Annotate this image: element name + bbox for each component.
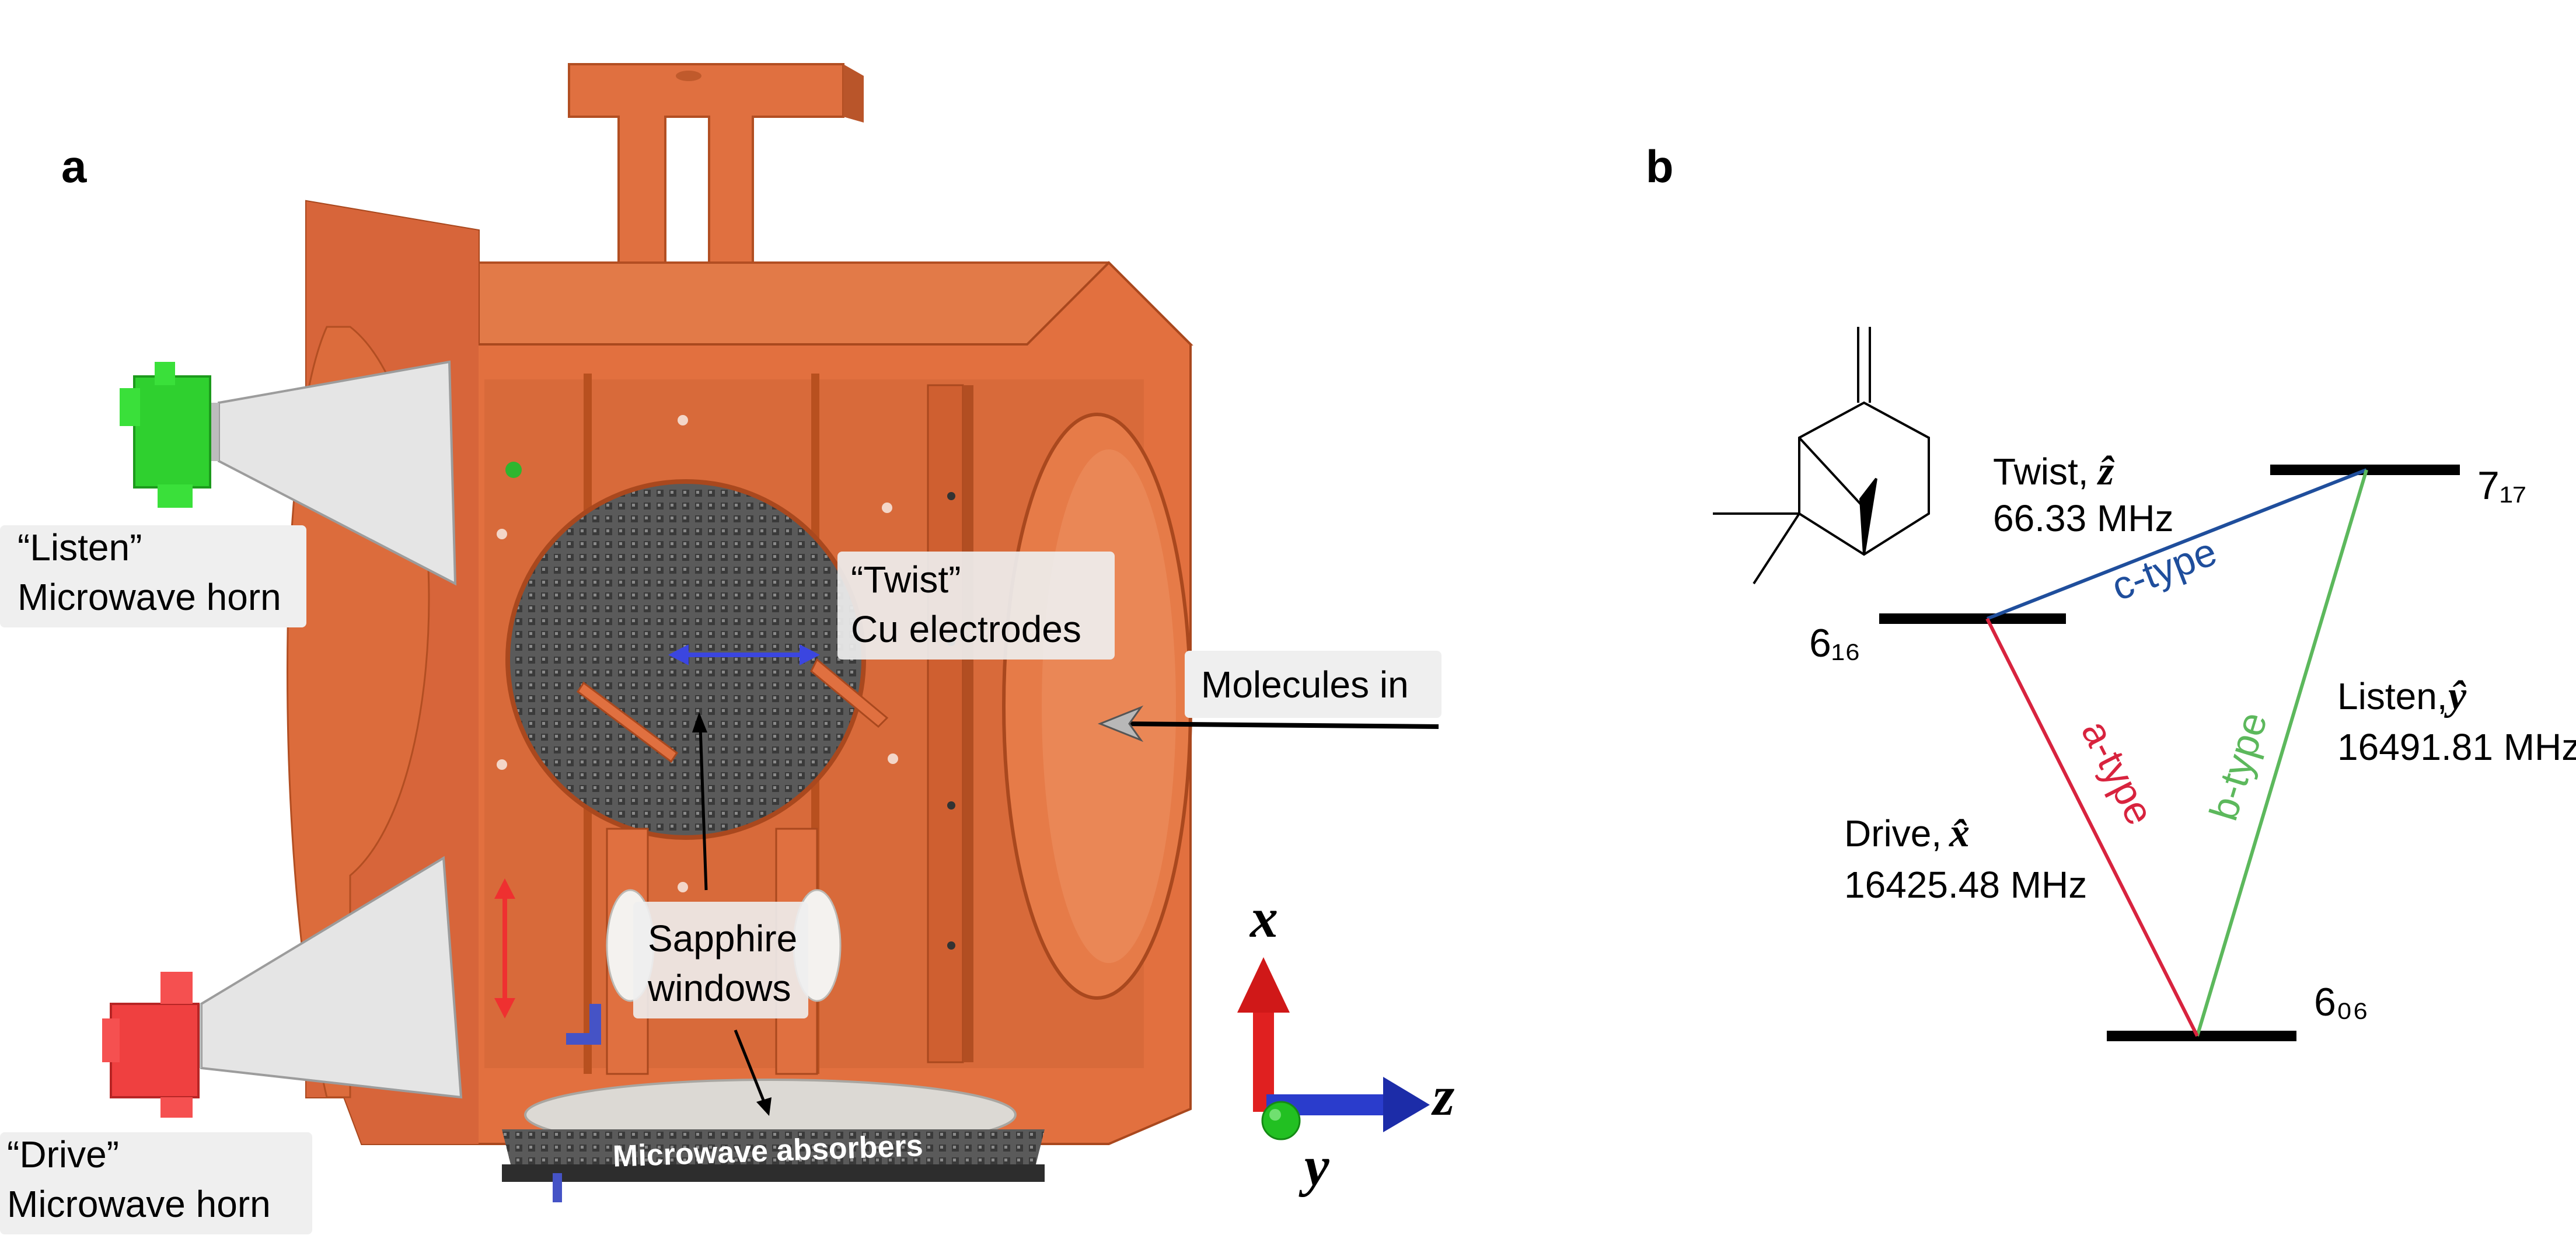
- coordinate-axes: x z y: [1237, 887, 1454, 1197]
- drive-symbol: x̂: [1949, 811, 1970, 856]
- twist-callout-line2: Cu electrodes: [851, 608, 1081, 650]
- panel-a-label: a: [61, 141, 87, 192]
- drive-callout-line1: “Drive”: [7, 1133, 119, 1175]
- apparatus-render: [102, 63, 1193, 1202]
- molecules-in-label: Molecules in: [1201, 664, 1409, 706]
- listen-callout-line2: Microwave horn: [18, 576, 281, 618]
- drive-name: Drive,: [1844, 812, 1942, 854]
- sapphire-callout-line2: windows: [647, 967, 791, 1009]
- c-type-transition: [1986, 468, 2368, 620]
- panel-b-label: b: [1646, 141, 1674, 192]
- axis-x-label: x: [1249, 887, 1278, 949]
- a-type-transition: [1985, 617, 2199, 1037]
- drive-field-arrow: [494, 878, 515, 1018]
- drive-horn-callout: “Drive” Microwave horn: [0, 1132, 312, 1234]
- twist-symbol: ẑ: [2097, 449, 2115, 494]
- listen-symbol: ŷ: [2444, 674, 2467, 718]
- listen-annotation: Listen, ŷ 16491.81 MHz: [2337, 674, 2576, 768]
- c-type-label: c-type: [2106, 529, 2222, 609]
- top-bracket: [568, 63, 864, 328]
- level-717-label: 7₁₇: [2477, 463, 2526, 508]
- twist-electrodes-callout: “Twist” Cu electrodes: [837, 552, 1115, 660]
- listen-callout-line1: “Listen”: [18, 526, 142, 568]
- listen-horn-callout: “Listen” Microwave horn: [0, 525, 306, 627]
- listen-frequency: 16491.81 MHz: [2337, 726, 2576, 768]
- axis-y-label: y: [1299, 1135, 1329, 1197]
- drive-annotation: Drive, x̂ 16425.48 MHz: [1844, 811, 2087, 906]
- twist-callout-line1: “Twist”: [851, 559, 961, 601]
- sapphire-windows-callout: Sapphire windows: [633, 902, 808, 1018]
- drive-frequency: 16425.48 MHz: [1844, 864, 2087, 906]
- level-606-label: 6₀₆: [2314, 980, 2368, 1024]
- axis-z-label: z: [1431, 1065, 1454, 1127]
- level-616-label: 6₁₆: [1809, 621, 1861, 665]
- twist-name: Twist,: [1993, 451, 2089, 493]
- molecule-structure: [1713, 327, 1930, 585]
- drive-horn: [102, 856, 463, 1118]
- b-type-transition: [2195, 469, 2368, 1037]
- twist-field-arrow: [668, 644, 820, 665]
- twist-annotation: Twist, ẑ 66.33 MHz: [1993, 449, 2173, 539]
- molecules-in-callout: Molecules in: [1097, 651, 1441, 742]
- drive-callout-line2: Microwave horn: [7, 1183, 271, 1225]
- twist-frequency: 66.33 MHz: [1993, 497, 2173, 539]
- listen-name: Listen,: [2337, 675, 2448, 717]
- sapphire-callout-line1: Sapphire: [648, 917, 797, 960]
- listen-horn: [120, 360, 522, 586]
